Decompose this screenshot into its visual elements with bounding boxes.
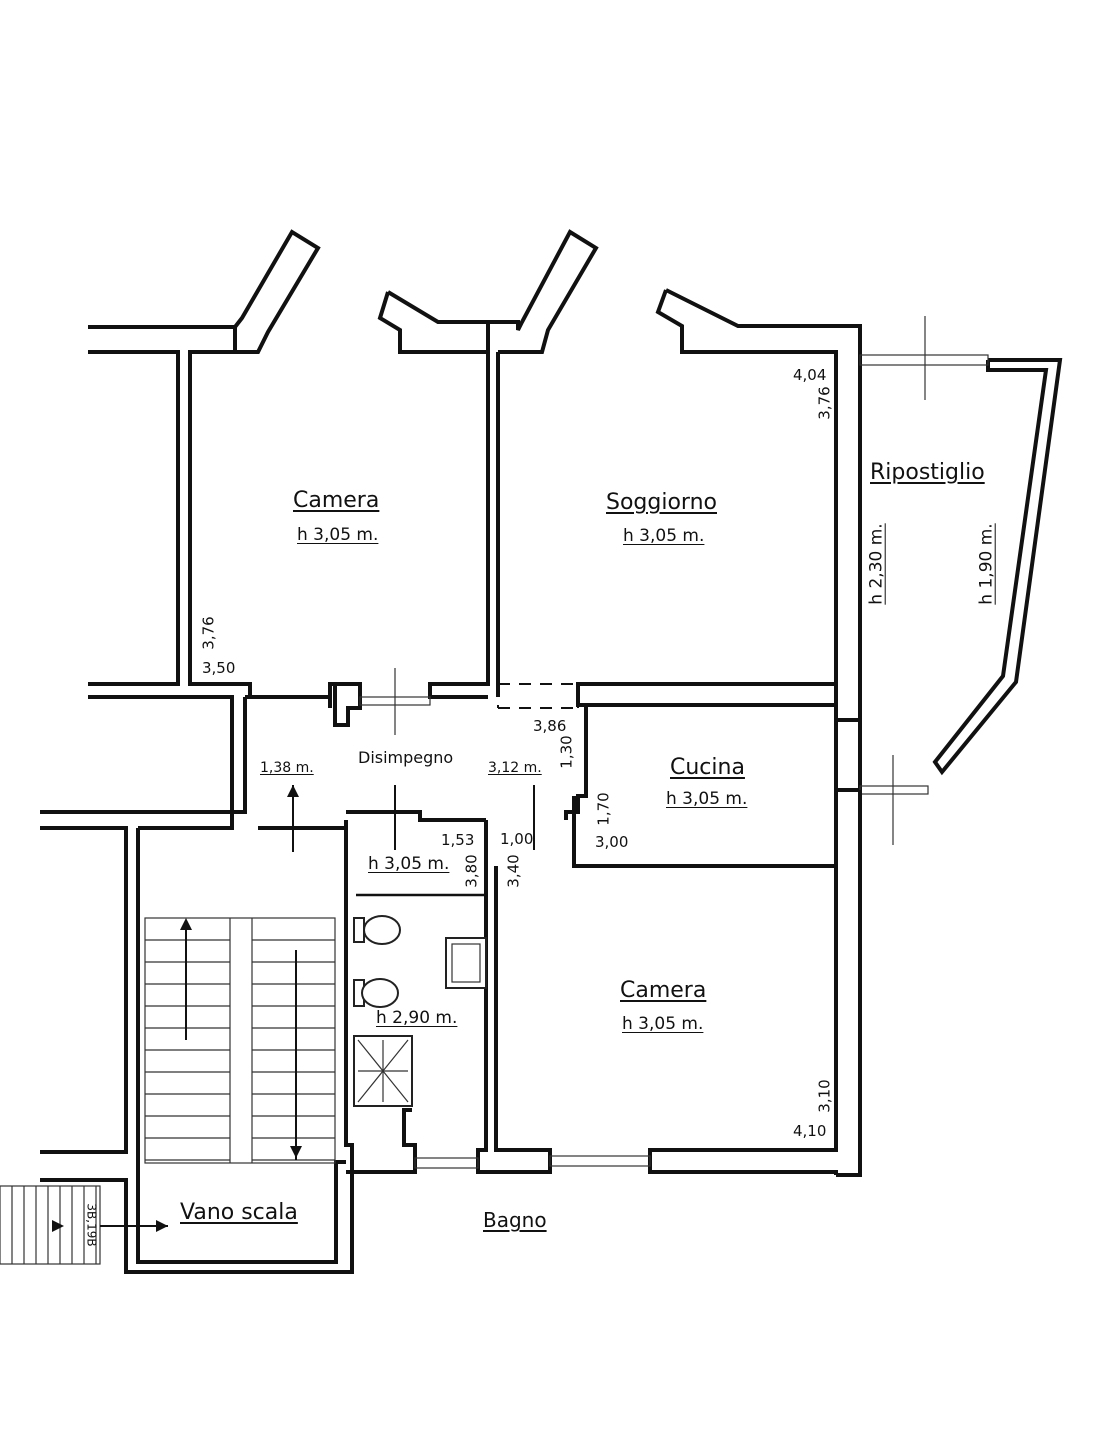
dimension-cucina-b: 3,00	[595, 833, 629, 851]
dimension-disimpegno-right: 3,12 m.	[488, 760, 542, 776]
room-height-cucina: h 3,05 m.	[666, 789, 748, 809]
dimension-camera-bottom-d: 3,40	[504, 854, 523, 888]
dimension-bagno-b: 3,80	[462, 854, 481, 888]
room-height-ripostiglio-left: h 2,30 m.	[866, 523, 887, 605]
room-height-bagno: h 3,05 m.	[368, 854, 450, 874]
dimension-disimpegno-b: 1,30	[557, 735, 576, 769]
dimension-disimpegno-a: 3,86	[533, 717, 567, 735]
room-height-soggiorno: h 3,05 m.	[623, 526, 705, 546]
room-name-ripostiglio: Ripostiglio	[870, 460, 985, 485]
room-name-camera-top: Camera	[293, 488, 380, 513]
dimension-soggiorno-b: 3,76	[815, 386, 834, 420]
dimension-disimpegno-left: 1,38 m.	[260, 760, 314, 776]
dimension-camera-top-a: 3,76	[199, 616, 218, 650]
dimension-camera-top-b: 3,50	[202, 659, 236, 677]
room-name-cucina: Cucina	[670, 755, 745, 780]
room-height-camera-top: h 3,05 m.	[297, 525, 379, 545]
dimension-cucina-a: 1,70	[594, 792, 613, 826]
room-name-bagno: Bagno	[483, 1208, 547, 1232]
dimension-camera-bottom-b: 4,10	[793, 1122, 827, 1140]
room-height-camera-bottom: h 3,05 m.	[622, 1014, 704, 1034]
room-height-ripostiglio-right: h 1,90 m.	[976, 523, 997, 605]
staircase-steps	[0, 917, 336, 1265]
room-name-soggiorno: Soggiorno	[606, 490, 717, 515]
walls	[40, 229, 1063, 1274]
dimension-camera-bottom-c: 1,00	[500, 830, 534, 848]
stair-level-mark: 3B,19B	[84, 1203, 99, 1247]
room-name-vano-scala: Vano scala	[180, 1200, 298, 1225]
room-name-camera-bottom: Camera	[620, 978, 707, 1003]
bathroom-fixtures	[353, 915, 487, 1107]
dimension-camera-bottom-a: 3,10	[815, 1079, 834, 1113]
room-height-bagno-low: h 2,90 m.	[376, 1008, 458, 1028]
room-name-disimpegno: Disimpegno	[358, 748, 454, 767]
direction-arrows	[52, 785, 535, 1232]
dimension-soggiorno-a: 4,04	[793, 366, 827, 384]
dimension-bagno-a: 1,53	[441, 831, 475, 849]
